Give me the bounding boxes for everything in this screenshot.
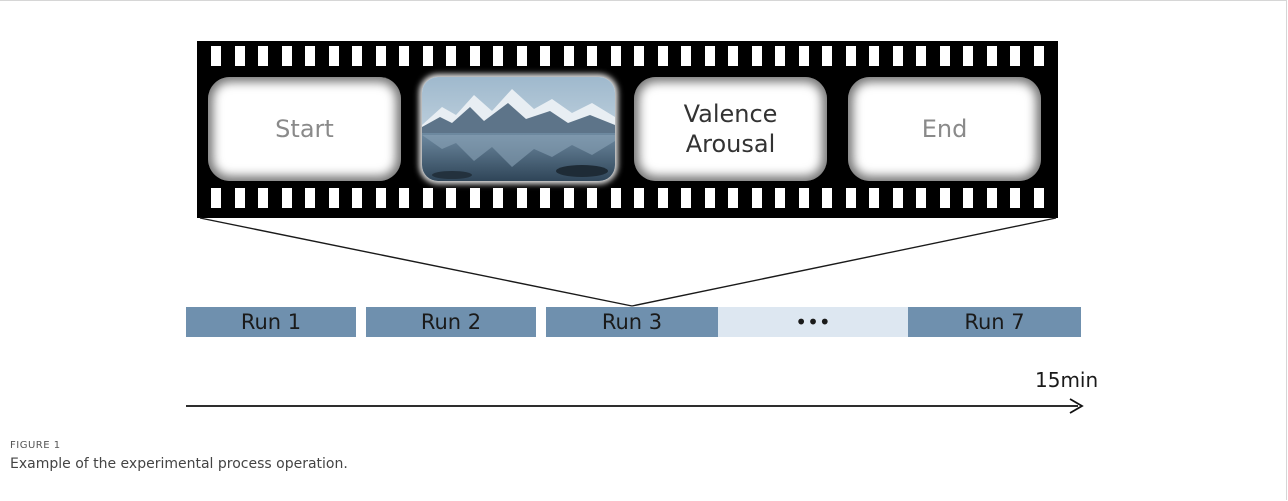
film-perforation: [305, 46, 316, 66]
film-perforation: [634, 46, 645, 66]
film-perforation: [422, 188, 433, 208]
film-perforations-top: [197, 46, 1058, 66]
film-perforations-bottom: [197, 188, 1058, 208]
film-perforation: [986, 46, 997, 66]
zoom-line-right: [631, 217, 1057, 307]
film-perforation: [916, 46, 927, 66]
film-perforation: [375, 188, 386, 208]
film-perforation: [681, 188, 692, 208]
frame-end-label: End: [921, 115, 968, 143]
valence-label: Valence: [683, 100, 778, 128]
film-perforation: [775, 46, 786, 66]
film-strip: Start Valence Ar: [197, 41, 1058, 218]
film-perforation: [399, 188, 410, 208]
film-perforation: [258, 188, 269, 208]
film-perforation: [352, 188, 363, 208]
mountain-lake-photo-icon: [422, 77, 615, 181]
film-perforation: [751, 46, 762, 66]
run-3: Run 3: [546, 307, 718, 337]
film-perforation: [540, 188, 551, 208]
film-perforation: [610, 46, 621, 66]
film-perforation: [211, 46, 221, 66]
film-perforation: [587, 46, 598, 66]
film-perforation: [469, 188, 480, 208]
film-perforation: [281, 46, 292, 66]
film-perforation: [1010, 46, 1021, 66]
frame-rating-label: Valence Arousal: [684, 99, 778, 159]
film-perforation: [352, 46, 363, 66]
duration-label: 15min: [1035, 368, 1099, 392]
film-perforation: [657, 188, 668, 208]
film-perforation: [563, 188, 574, 208]
run-ellipsis: •••: [718, 307, 908, 337]
film-perforation: [681, 46, 692, 66]
film-perforation: [845, 46, 856, 66]
film-perforation: [1034, 188, 1044, 208]
film-perforation: [704, 46, 715, 66]
film-perforation: [728, 46, 739, 66]
film-perforation: [516, 46, 527, 66]
film-perforation: [916, 188, 927, 208]
film-perforation: [469, 46, 480, 66]
film-perforation: [1034, 46, 1044, 66]
film-perforation: [869, 188, 880, 208]
run-7: Run 7: [908, 307, 1081, 337]
film-perforation: [375, 46, 386, 66]
run-1: Run 1: [186, 307, 356, 337]
film-perforation: [657, 46, 668, 66]
film-perforation: [211, 188, 221, 208]
film-perforation: [1010, 188, 1021, 208]
film-perforation: [869, 46, 880, 66]
frame-start: Start: [208, 77, 401, 181]
run-2: Run 2: [366, 307, 536, 337]
film-perforation: [939, 188, 950, 208]
film-perforation: [540, 46, 551, 66]
film-perforation: [892, 188, 903, 208]
film-perforation: [328, 46, 339, 66]
film-perforation: [234, 46, 245, 66]
time-axis-arrowhead-icon: [1069, 398, 1084, 414]
film-perforation: [704, 188, 715, 208]
frame-stimulus-image: [422, 77, 615, 181]
film-perforation: [634, 188, 645, 208]
film-perforation: [822, 46, 833, 66]
film-perforation: [281, 188, 292, 208]
film-perforation: [446, 46, 457, 66]
film-perforation: [986, 188, 997, 208]
film-perforation: [939, 46, 950, 66]
film-perforation: [446, 188, 457, 208]
film-perforation: [587, 188, 598, 208]
film-perforation: [822, 188, 833, 208]
film-perforation: [234, 188, 245, 208]
film-perforation: [493, 46, 504, 66]
film-perforation: [422, 46, 433, 66]
film-perforation: [751, 188, 762, 208]
frame-end: End: [848, 77, 1041, 181]
film-perforation: [798, 188, 809, 208]
film-perforation: [728, 188, 739, 208]
film-perforation: [328, 188, 339, 208]
film-perforation: [798, 46, 809, 66]
film-perforation: [963, 46, 974, 66]
film-perforation: [845, 188, 856, 208]
film-perforation: [305, 188, 316, 208]
film-perforation: [610, 188, 621, 208]
film-perforation: [963, 188, 974, 208]
film-perforation: [258, 46, 269, 66]
frame-rating: Valence Arousal: [634, 77, 827, 181]
arousal-label: Arousal: [685, 130, 776, 158]
frame-start-label: Start: [275, 115, 334, 143]
film-perforation: [516, 188, 527, 208]
zoom-line-left: [199, 217, 633, 307]
film-perforation: [493, 188, 504, 208]
film-perforation: [892, 46, 903, 66]
figure-caption: Example of the experimental process oper…: [10, 456, 348, 472]
film-perforation: [399, 46, 410, 66]
film-perforation: [775, 188, 786, 208]
figure-label: FIGURE 1: [10, 440, 61, 451]
film-perforation: [563, 46, 574, 66]
